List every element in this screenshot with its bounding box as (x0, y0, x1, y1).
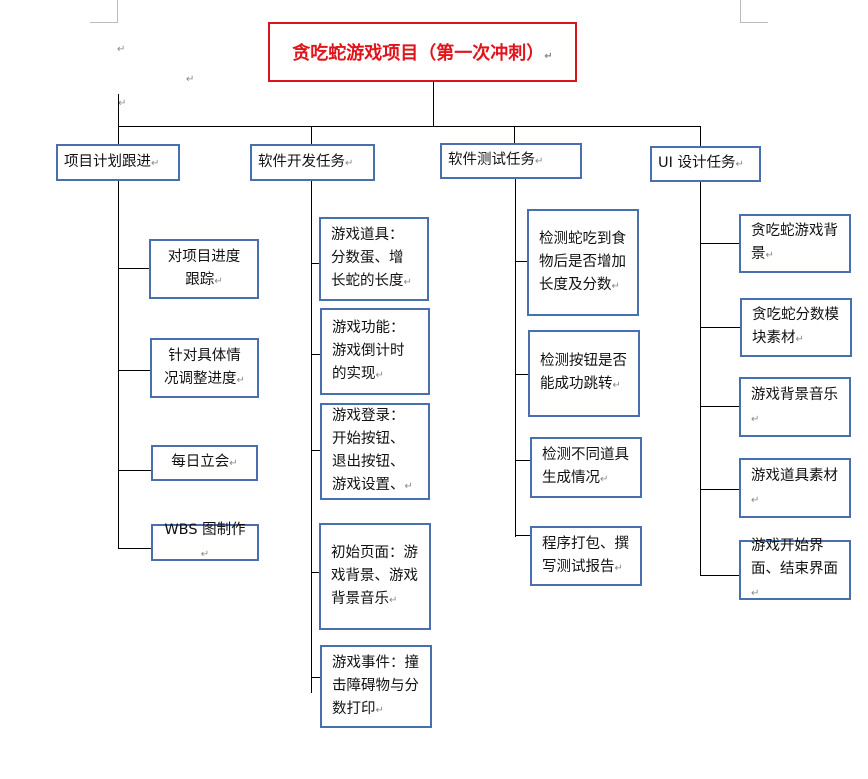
task-node[interactable]: 游戏背景音乐 (739, 377, 851, 437)
node-label: 程序打包、撰写测试报告 (542, 533, 630, 580)
node-label: 游戏道具素材 (751, 465, 839, 512)
task-node[interactable]: 检测蛇吃到食物后是否增加长度及分数 (527, 209, 639, 316)
node-label: 游戏背景音乐 (751, 384, 839, 431)
task-node[interactable]: WBS 图制作 (151, 522, 259, 561)
node-label: 游戏道具：分数蛋、增长蛇的长度 (331, 224, 417, 294)
connector-line (118, 181, 119, 549)
connector-line (700, 489, 739, 490)
task-node[interactable]: 检测按钮是否能成功跳转 (528, 330, 640, 417)
connector-line (515, 374, 528, 375)
connector-line (118, 94, 119, 126)
task-node[interactable]: 游戏道具素材 (739, 458, 851, 518)
branch-node[interactable]: 软件开发任务 (250, 144, 375, 181)
paragraph-mark (117, 44, 125, 55)
connector-line (118, 548, 151, 549)
branch-node[interactable]: UI 设计任务 (650, 146, 761, 182)
node-label: 软件开发任务 (258, 151, 367, 175)
node-label: 游戏登录：开始按钮、退出按钮、游戏设置、 (332, 405, 418, 498)
page-corner-mark (90, 22, 118, 23)
connector-line (311, 677, 320, 678)
connector-line (514, 126, 515, 143)
page-corner-mark (740, 22, 768, 23)
connector-line (700, 327, 740, 328)
connector-line (700, 243, 739, 244)
node-label: 对项目进度跟踪 (161, 246, 247, 293)
task-node[interactable]: 检测不同道具生成情况 (530, 437, 642, 498)
connector-line (311, 450, 320, 451)
node-label: 检测按钮是否能成功跳转 (540, 350, 628, 397)
connector-line (700, 575, 739, 576)
connector-line (118, 126, 119, 144)
node-label: 针对具体情况调整进度 (162, 345, 247, 392)
connector-line (118, 370, 150, 371)
node-label: 项目计划跟进 (64, 151, 172, 175)
branch-node[interactable]: 软件测试任务 (440, 143, 582, 179)
connector-line (311, 354, 320, 355)
task-node[interactable]: 贪吃蛇分数模块素材 (740, 298, 852, 357)
paragraph-mark (118, 98, 126, 109)
connector-line (311, 572, 319, 573)
connector-line (700, 182, 701, 576)
task-node[interactable]: 游戏道具：分数蛋、增长蛇的长度 (319, 217, 429, 301)
connector-line (515, 179, 516, 537)
task-node[interactable]: 程序打包、撰写测试报告 (530, 526, 642, 586)
node-label: 贪吃蛇分数模块素材 (752, 304, 840, 351)
node-label: 每日立会 (163, 451, 246, 475)
connector-line (700, 126, 701, 146)
branch-node[interactable]: 项目计划跟进 (56, 144, 180, 181)
connector-line (311, 263, 319, 264)
node-label: 初始页面：游戏背景、游戏背景音乐 (331, 542, 419, 612)
connector-line (311, 181, 312, 693)
node-label: 检测蛇吃到食物后是否增加长度及分数 (539, 228, 627, 298)
connector-line (515, 535, 530, 536)
task-node[interactable]: 贪吃蛇游戏背景 (739, 214, 851, 273)
task-node[interactable]: 游戏功能：游戏倒计时的实现 (320, 308, 430, 395)
paragraph-mark (186, 74, 194, 85)
node-label: 检测不同道具生成情况 (542, 444, 630, 491)
connector-line (515, 261, 527, 262)
node-label: UI 设计任务 (658, 152, 753, 176)
task-node[interactable]: 对项目进度跟踪 (149, 239, 259, 299)
node-label: WBS 图制作 (163, 519, 247, 566)
connector-line (118, 470, 151, 471)
connector-line (118, 268, 149, 269)
task-node[interactable]: 每日立会 (151, 445, 258, 481)
node-label: 游戏开始界面、结束界面 (751, 535, 839, 605)
page-corner-mark (740, 0, 741, 22)
task-node[interactable]: 游戏事件：撞击障碍物与分数打印 (320, 645, 432, 728)
connector-line (311, 126, 312, 144)
node-label: 游戏事件：撞击障碍物与分数打印 (332, 652, 420, 722)
task-node[interactable]: 游戏开始界面、结束界面 (739, 538, 851, 600)
node-label: 软件测试任务 (448, 149, 574, 173)
node-label: 贪吃蛇游戏背景 (751, 220, 839, 267)
connector-line (515, 460, 530, 461)
root-node[interactable]: 贪吃蛇游戏项目（第一次冲刺） (268, 22, 577, 82)
node-label: 游戏功能：游戏倒计时的实现 (332, 317, 418, 387)
task-node[interactable]: 针对具体情况调整进度 (150, 338, 259, 398)
connector-line (700, 406, 739, 407)
task-node[interactable]: 初始页面：游戏背景、游戏背景音乐 (319, 523, 431, 630)
connector-line (433, 82, 434, 126)
task-node[interactable]: 游戏登录：开始按钮、退出按钮、游戏设置、 (320, 403, 430, 500)
connector-line (118, 126, 700, 127)
page-corner-mark (117, 0, 118, 22)
